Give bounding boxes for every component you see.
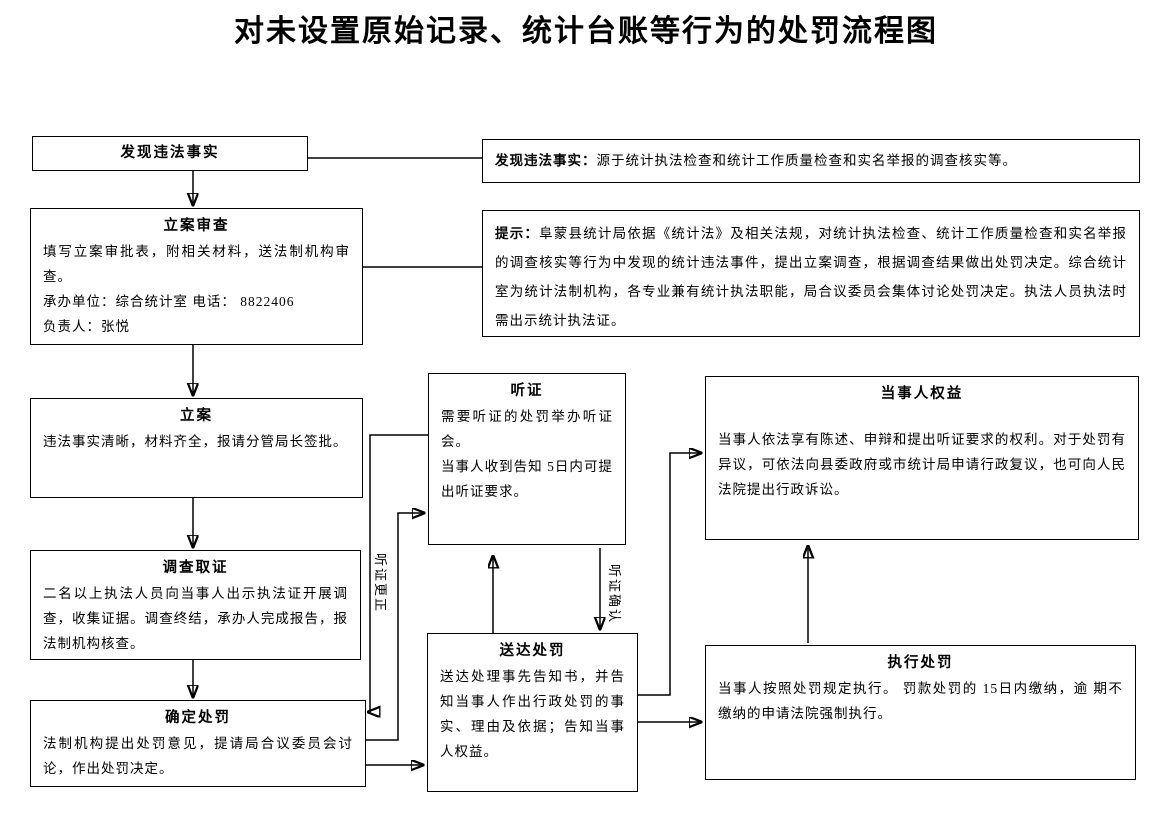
box-body-line: 需要听证的处罚举办听证会。 [441, 409, 613, 449]
flow-box-decide: 确定处罚 法制机构提出处罚意见，提请局合议委员会讨论，作出处罚决定。 [30, 700, 366, 787]
box-title-hearing: 听证 [510, 383, 544, 399]
note-discover: 发现违法事实：源于统计执法检查和统计工作质量检查和实名举报的调查核实等。 [482, 139, 1140, 183]
box-title-review: 立案审查 [163, 218, 230, 234]
flow-box-discover: 发现违法事实 [32, 136, 308, 171]
arrow-deliver-to-rights [638, 453, 700, 696]
box-title-investigate: 调查取证 [162, 560, 229, 576]
flow-box-hearing: 听证 需要听证的处罚举办听证会。 当事人收到告知 5日内可提出听证要求。 [428, 373, 626, 545]
note-tip: 提示：阜蒙县统计局依据《统计法》及相关法规，对统计执法检查、统计工作质量检查和实… [482, 210, 1140, 337]
flow-box-review: 立案审查 填写立案审批表，附相关材料，送法制机构审查。 承办单位：综合统计室 电… [30, 208, 363, 345]
box-body-line: 负责人：张悦 [43, 319, 130, 334]
note-discover-text: 源于统计执法检查和统计工作质量检查和实名举报的调查核实等。 [596, 153, 1017, 168]
box-body-line: 当事人收到告知 5日内可提出听证要求。 [441, 459, 613, 499]
box-body-line: 法制机构提出处罚意见，提请局合议委员会讨论，作出处罚决定。 [43, 736, 353, 776]
box-body-line: 违法事实清晰，材料齐全，报请分管局长签批。 [43, 434, 348, 449]
box-body-line: 二名以上执法人员向当事人出示执法证开展调查，收集证据。调查终结，承办人完成报告，… [43, 586, 348, 651]
note-discover-label: 发现违法事实： [495, 153, 597, 168]
edge-label-hearing-confirm: 听证确认 [606, 563, 625, 626]
flow-box-file: 立案 违法事实清晰，材料齐全，报请分管局长签批。 [30, 398, 363, 498]
box-title-rights: 当事人权益 [880, 386, 964, 402]
box-body-line: 当事人按照处罚规定执行。 罚款处罚的 15日内缴纳，逾 期不缴纳的申请法院强制执… [718, 681, 1123, 721]
flow-box-rights: 当事人权益 当事人依法享有陈述、申辩和提出听证要求的权利。对于处罚有异议，可依法… [705, 376, 1139, 540]
box-title-deliver: 送达处罚 [499, 643, 566, 659]
box-title-decide: 确定处罚 [165, 710, 231, 726]
arrow-decide-to-hearing [366, 513, 423, 741]
box-body-line: 当事人依法享有陈述、申辩和提出听证要求的权利。对于处罚有异议，可依法向县委政府或… [718, 432, 1126, 497]
edge-label-hearing-correction: 听证更正 [372, 552, 391, 615]
box-title-discover: 发现违法事实 [120, 145, 220, 161]
box-body-line: 承办单位：综合统计室 电话： 8822406 [43, 294, 295, 309]
box-title-file: 立案 [180, 408, 213, 424]
note-tip-label: 提示： [495, 226, 540, 241]
page-title: 对未设置原始记录、统计台账等行为的处罚流程图 [234, 15, 938, 48]
note-tip-text: 阜蒙县统计局依据《统计法》及相关法规，对统计执法检查、统计工作质量检查和实名举报… [495, 226, 1128, 328]
box-body-line: 送达处理事先告知书，并告知当事人作出行政处罚的事实、理由及依据；告知当事人权益。 [440, 669, 625, 759]
flow-box-execute: 执行处罚 当事人按照处罚规定执行。 罚款处罚的 15日内缴纳，逾 期不缴纳的申请… [705, 645, 1136, 780]
flow-box-deliver: 送达处罚 送达处理事先告知书，并告知当事人作出行政处罚的事实、理由及依据；告知当… [427, 633, 638, 792]
box-body-line: 填写立案审批表，附相关材料，送法制机构审查。 [43, 244, 350, 284]
flow-box-investigate: 调查取证 二名以上执法人员向当事人出示执法证开展调查，收集证据。调查终结，承办人… [30, 550, 361, 660]
box-title-execute: 执行处罚 [887, 655, 954, 671]
